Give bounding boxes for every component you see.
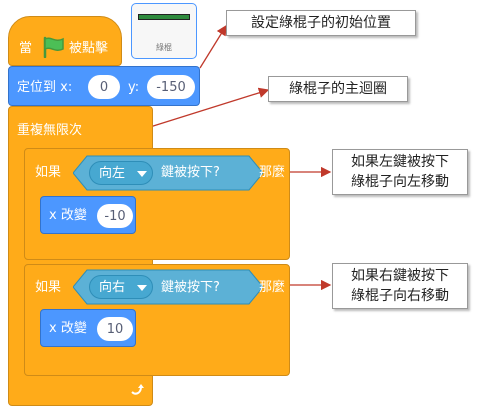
arrow-initial-position [199, 24, 227, 69]
callout-main-loop: 綠棍子的主迴圈 [268, 76, 408, 102]
key-right-suffix: 鍵被按下? [161, 280, 220, 295]
y-value-input[interactable]: -150 [147, 75, 195, 99]
change-right-value-input[interactable]: 10 [97, 317, 133, 341]
when-label: 當 [19, 41, 33, 56]
clicked-label: 被點擊 [69, 41, 109, 56]
change-x-left-block[interactable]: x 改變 -10 [40, 196, 136, 234]
change-right-label: x 改變 [49, 321, 87, 336]
callout-right-line1: 如果右鍵被按下 [351, 268, 449, 284]
callout-left-line2: 綠棍子向左移動 [351, 174, 449, 190]
change-x-right-block[interactable]: x 改變 10 [40, 309, 136, 347]
callout-left-line1: 如果左鍵被按下 [351, 154, 449, 170]
callout-right-branch: 如果右鍵被按下 綠棍子向右移動 [332, 263, 468, 309]
when-flag-clicked-block[interactable]: 當 被點擊 [8, 16, 122, 66]
if-right-block[interactable]: 如果 向右 鍵被按下? 那麼 [24, 264, 290, 376]
if-left-label: 如果 [35, 165, 62, 180]
if-right-then: 那麼 [259, 280, 286, 295]
change-left-value-input[interactable]: -10 [97, 204, 133, 228]
key-left-option: 向左 [99, 166, 126, 181]
goto-label: 定位到 x: [17, 80, 73, 95]
green-stick-costume [138, 14, 190, 20]
callout-initial-position: 設定綠棍子的初始位置 [226, 10, 416, 36]
key-left-suffix: 鍵被按下? [161, 165, 220, 180]
sprite-thumbnail[interactable]: 綠棍 [131, 3, 197, 59]
if-left-then: 那麼 [259, 165, 286, 180]
if-right-label: 如果 [35, 280, 62, 295]
chevron-down-icon [137, 171, 147, 177]
key-right-dropdown[interactable]: 向右 [89, 275, 153, 299]
forever-label: 重複無限次 [17, 123, 83, 138]
key-left-dropdown[interactable]: 向左 [89, 161, 153, 185]
key-right-option: 向右 [99, 280, 126, 295]
callout-left-branch: 如果左鍵被按下 綠棍子向左移動 [332, 149, 468, 195]
go-to-xy-block[interactable]: 定位到 x: 0 y: -150 [8, 66, 200, 106]
callout-right-line2: 綠棍子向右移動 [351, 288, 449, 304]
chevron-down-icon [137, 285, 147, 291]
loop-arrow-icon [129, 381, 145, 401]
sprite-name: 綠棍 [156, 43, 172, 52]
change-left-label: x 改變 [49, 208, 87, 223]
x-value-input[interactable]: 0 [88, 75, 120, 99]
y-label: y: [128, 80, 140, 95]
arrow-main-loop [149, 87, 270, 128]
green-flag-icon[interactable] [42, 36, 66, 62]
